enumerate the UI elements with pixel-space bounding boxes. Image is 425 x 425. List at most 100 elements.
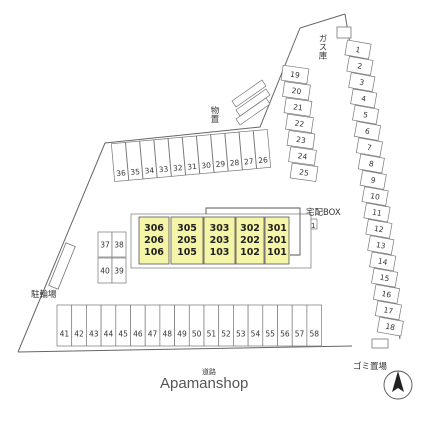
parking-number: 35 [130, 167, 141, 177]
parking-number: 3 [359, 78, 365, 88]
unit-303: 303 [210, 223, 230, 234]
parking-number: 32 [173, 163, 184, 173]
parking-number: 6 [364, 126, 370, 136]
parking-space-51: 51 [203, 304, 220, 347]
parking-space-25: 25 [289, 162, 319, 182]
parking-space-13: 13 [367, 235, 395, 255]
unit-201: 201 [267, 235, 287, 246]
garbage-box [371, 338, 389, 349]
parking-space-7: 7 [355, 137, 383, 158]
parking-space-44: 44 [100, 304, 117, 347]
unit-302: 302 [240, 223, 260, 234]
gas-storage-box [336, 26, 352, 39]
parking-space-58: 58 [306, 304, 322, 347]
parking-space-54: 54 [247, 304, 264, 347]
parking-space-41: 41 [56, 304, 73, 347]
parking-space-6: 6 [353, 121, 382, 141]
bicycle-parking-area [48, 242, 76, 290]
parking-space-16: 16 [372, 284, 401, 304]
parking-space-12: 12 [365, 218, 393, 239]
parking-space-14: 14 [369, 251, 397, 272]
delivery-box-number: 1 [311, 222, 315, 230]
parking-space-55: 55 [262, 304, 278, 347]
unit-206: 206 [144, 235, 164, 246]
parking-number: 31 [187, 162, 198, 172]
gas-storage-label: ガス庫 [317, 34, 327, 60]
parking-space-15: 15 [371, 267, 399, 288]
parking-space-46: 46 [130, 304, 146, 347]
parking-space-43: 43 [86, 304, 102, 347]
unit-105: 105 [177, 247, 197, 258]
parking-number: 49 [177, 329, 187, 338]
parking-space-50: 50 [188, 304, 205, 347]
north-arrow [383, 370, 413, 400]
apartment-building: 3062061063052051053032031033022021023012… [130, 207, 312, 269]
parking-space-26: 26 [252, 129, 272, 169]
parking-space-17: 17 [374, 300, 402, 321]
delivery-box [310, 218, 318, 230]
parking-space-4: 4 [350, 88, 378, 109]
parking-number: 41 [60, 329, 70, 338]
parking-number: 15 [379, 273, 390, 284]
parking-number: 23 [296, 135, 307, 145]
parking-number: 5 [362, 110, 368, 120]
parking-number: 36 [116, 168, 127, 178]
storage-label: 物置 [209, 105, 219, 123]
delivery-box-label: 宅配BOX [306, 207, 341, 218]
unit-305: 305 [177, 223, 197, 234]
parking-number: 52 [221, 329, 231, 338]
garbage-label: ゴミ置場 [353, 361, 388, 372]
parking-number: 45 [118, 329, 128, 338]
parking-space-10: 10 [361, 186, 389, 207]
parking-number: 51 [207, 329, 217, 338]
parking-space-37: 37 [97, 231, 113, 258]
watermark: Apamanshop [160, 375, 248, 392]
parking-space-56: 56 [277, 304, 293, 347]
parking-number: 37 [100, 240, 110, 249]
unit-205: 205 [177, 235, 197, 246]
parking-space-8: 8 [357, 153, 385, 174]
parking-number: 16 [381, 289, 392, 300]
parking-number: 56 [280, 329, 290, 338]
unit-202: 202 [240, 235, 260, 246]
unit-102: 102 [240, 247, 260, 258]
parking-space-45: 45 [115, 304, 131, 347]
parking-number: 9 [370, 175, 376, 185]
parking-space-11: 11 [363, 202, 391, 223]
parking-number: 57 [295, 329, 305, 338]
parking-number: 38 [114, 240, 124, 249]
parking-number: 27 [244, 157, 255, 167]
parking-number: 14 [377, 256, 388, 267]
parking-space-57: 57 [291, 304, 308, 347]
storage-sheds [231, 79, 271, 126]
parking-space-49: 49 [174, 304, 190, 347]
parking-number: 8 [368, 159, 374, 169]
parking-number: 58 [309, 329, 319, 338]
parking-space-47: 47 [144, 304, 161, 347]
parking-space-39: 39 [111, 257, 127, 284]
parking-number: 44 [104, 329, 114, 338]
parking-space-3: 3 [348, 72, 376, 92]
parking-number: 28 [229, 158, 240, 168]
unit-306: 306 [144, 223, 164, 234]
parking-number: 7 [366, 143, 372, 153]
parking-number: 22 [294, 119, 305, 129]
parking-number: 25 [299, 167, 310, 177]
parking-space-24: 24 [288, 146, 317, 166]
unit-106: 106 [144, 247, 164, 258]
unit-103: 103 [210, 247, 230, 258]
unit-301: 301 [267, 223, 287, 234]
road-label: 道路 [202, 367, 216, 376]
parking-number: 13 [375, 240, 386, 251]
parking-number: 17 [383, 305, 394, 316]
parking-space-53: 53 [233, 304, 249, 347]
parking-space-28: 28 [224, 131, 243, 172]
parking-space-31: 31 [181, 135, 201, 176]
unit-203: 203 [210, 235, 230, 246]
